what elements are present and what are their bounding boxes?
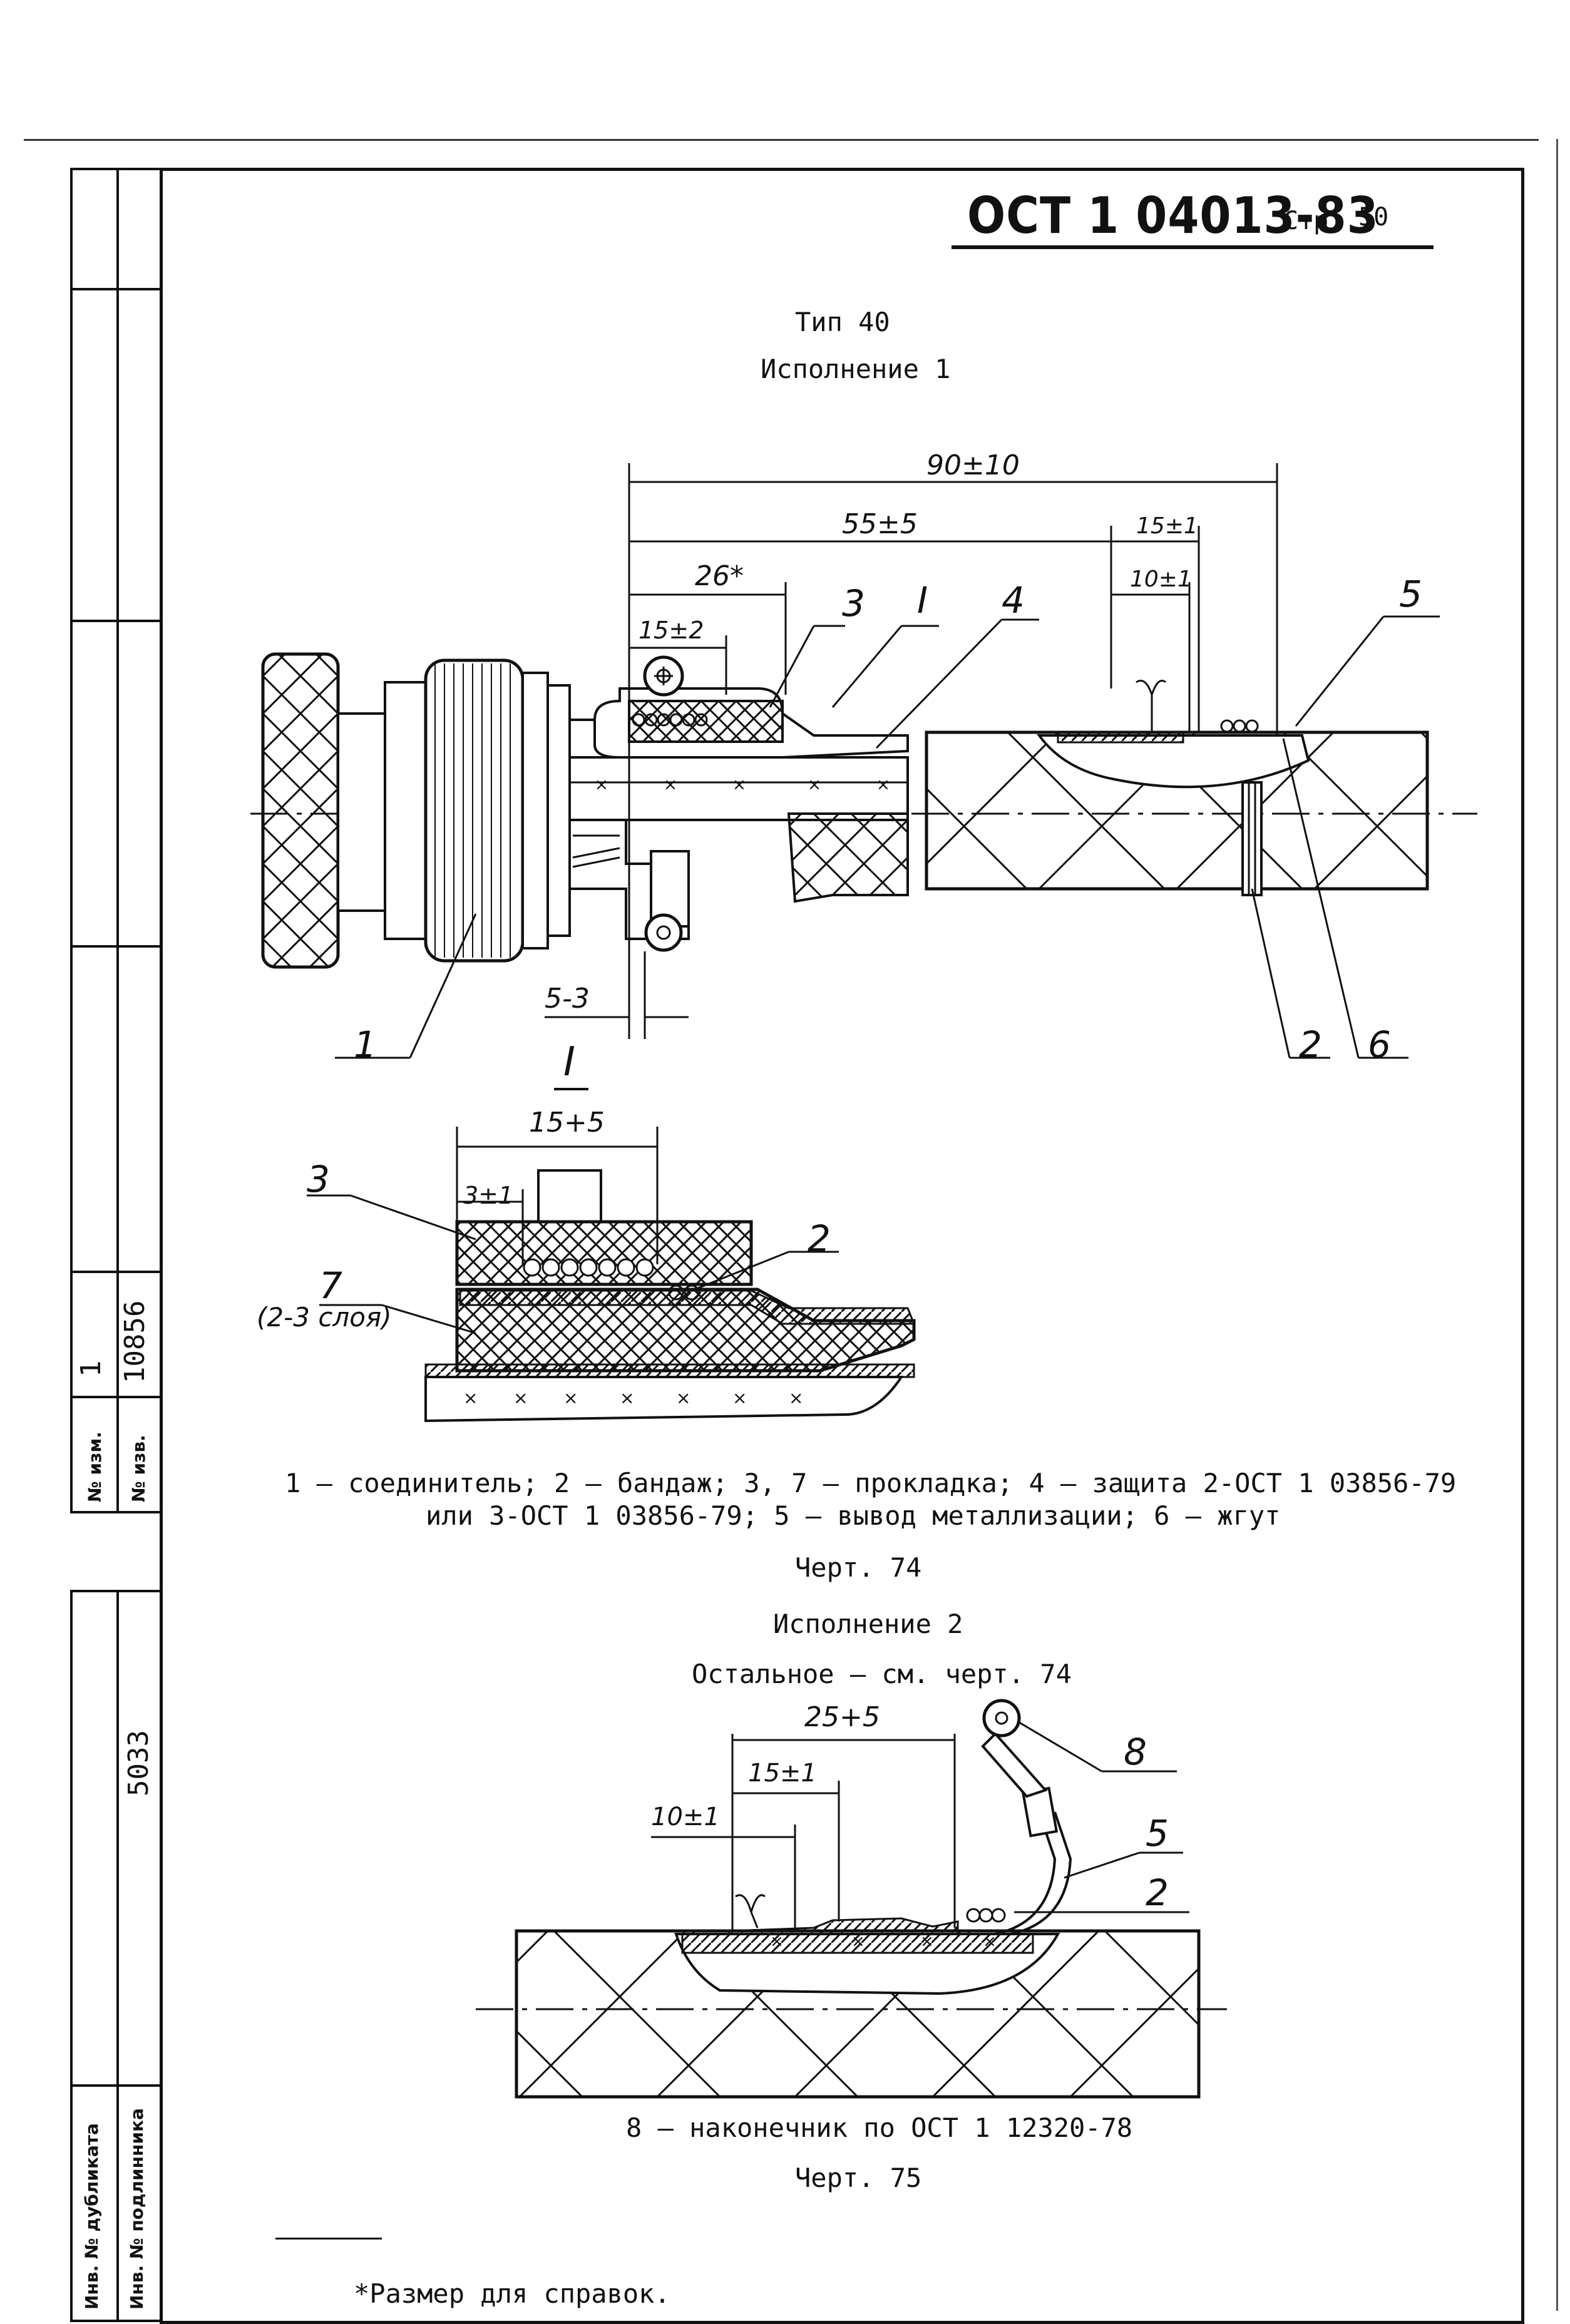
dim-55: 55±5 [842, 508, 918, 540]
cable-bundle-2 [515, 1929, 1201, 2099]
document-code: ОСТ 1 04013-83 [967, 187, 1379, 245]
svg-text:×: × [563, 1388, 578, 1408]
detail-dim-15-5: 15+5 [529, 1107, 605, 1139]
dim-5-3: 5-3 [545, 983, 590, 1015]
page-label: Стр. [1283, 207, 1344, 235]
right-edge-line [1556, 139, 1558, 2311]
detail-callout-2: 2 [808, 1217, 831, 1260]
figure-74-caption: Черт. 74 [795, 1552, 922, 1583]
svg-text:×: × [595, 776, 608, 794]
variant-2-note: Остальное – см. черт. 74 [692, 1659, 1072, 1689]
top-border-line [24, 139, 1539, 141]
figure-75-legend: 8 – наконечник по ОСТ 1 12320-78 [626, 2112, 1133, 2143]
svg-text:×: × [676, 1388, 690, 1408]
figure-74-legend-line-2: или 3-ОСТ 1 03856-79; 5 – вывод металлиз… [426, 1500, 1281, 1531]
callout-6: 6 [1368, 1023, 1391, 1066]
dim-26: 26* [695, 560, 744, 592]
fig75-callout-8: 8 [1124, 1731, 1147, 1773]
fig75-callout-2: 2 [1146, 1871, 1169, 1914]
detail-dim-3-1: 3±1 [463, 1182, 514, 1209]
callout-5: 5 [1399, 573, 1422, 615]
callout-1: 1 [354, 1023, 377, 1066]
lug-stub [537, 1169, 602, 1223]
footnote-rule [275, 2238, 382, 2240]
dim-90: 90±10 [926, 449, 1020, 481]
detail-title-underline [554, 1088, 588, 1090]
detail-callout-3: 3 [307, 1158, 330, 1200]
callout-3: 3 [842, 582, 865, 625]
stamp-column-right-upper [116, 168, 162, 1513]
variant-2-label: Исполнение 2 [773, 1609, 963, 1639]
svg-text:×: × [808, 776, 821, 794]
svg-text:×: × [664, 776, 677, 794]
figure-74-legend-line-1: 1 – соединитель; 2 – бандаж; 3, 7 – прок… [285, 1468, 1457, 1498]
svg-text:×: × [851, 1932, 865, 1951]
variant-1-label: Исполнение 1 [761, 354, 951, 384]
callout-4: 4 [1002, 579, 1025, 622]
fig75-dim-10-1: 10±1 [651, 1803, 720, 1831]
svg-text:×: × [789, 1388, 803, 1408]
figure-75-caption: Черт. 75 [795, 2163, 922, 2193]
detail-layers-note: (2-3 слоя) [257, 1302, 392, 1333]
svg-text:×: × [513, 1388, 528, 1408]
dim-15-2: 15±2 [639, 617, 704, 644]
svg-text:×: × [732, 776, 746, 794]
dim-15-1: 15±1 [1136, 513, 1198, 539]
fig75-dim-25-5: 25+5 [804, 1701, 880, 1733]
footnote: *Размер для справок. [354, 2278, 670, 2309]
svg-text:×: × [920, 1932, 934, 1951]
detail-callout-7: 7 [319, 1264, 342, 1307]
svg-text:×: × [876, 776, 890, 794]
type-label: Тип 40 [795, 307, 890, 337]
callout-detail-I: I [917, 579, 928, 622]
svg-text:×: × [770, 1932, 784, 1951]
detail-title: I [563, 1039, 575, 1085]
svg-text:×: × [732, 1388, 747, 1408]
fig75-dim-15-1: 15±1 [748, 1759, 817, 1788]
callout-2: 2 [1299, 1023, 1322, 1066]
svg-text:×: × [983, 1932, 997, 1951]
dim-10-1: 10±1 [1130, 566, 1192, 592]
svg-text:×: × [620, 1388, 634, 1408]
fig75-callout-5: 5 [1146, 1812, 1169, 1855]
header-underline [952, 245, 1434, 249]
page-number: 50 [1358, 203, 1389, 232]
svg-text:×: × [463, 1388, 478, 1408]
